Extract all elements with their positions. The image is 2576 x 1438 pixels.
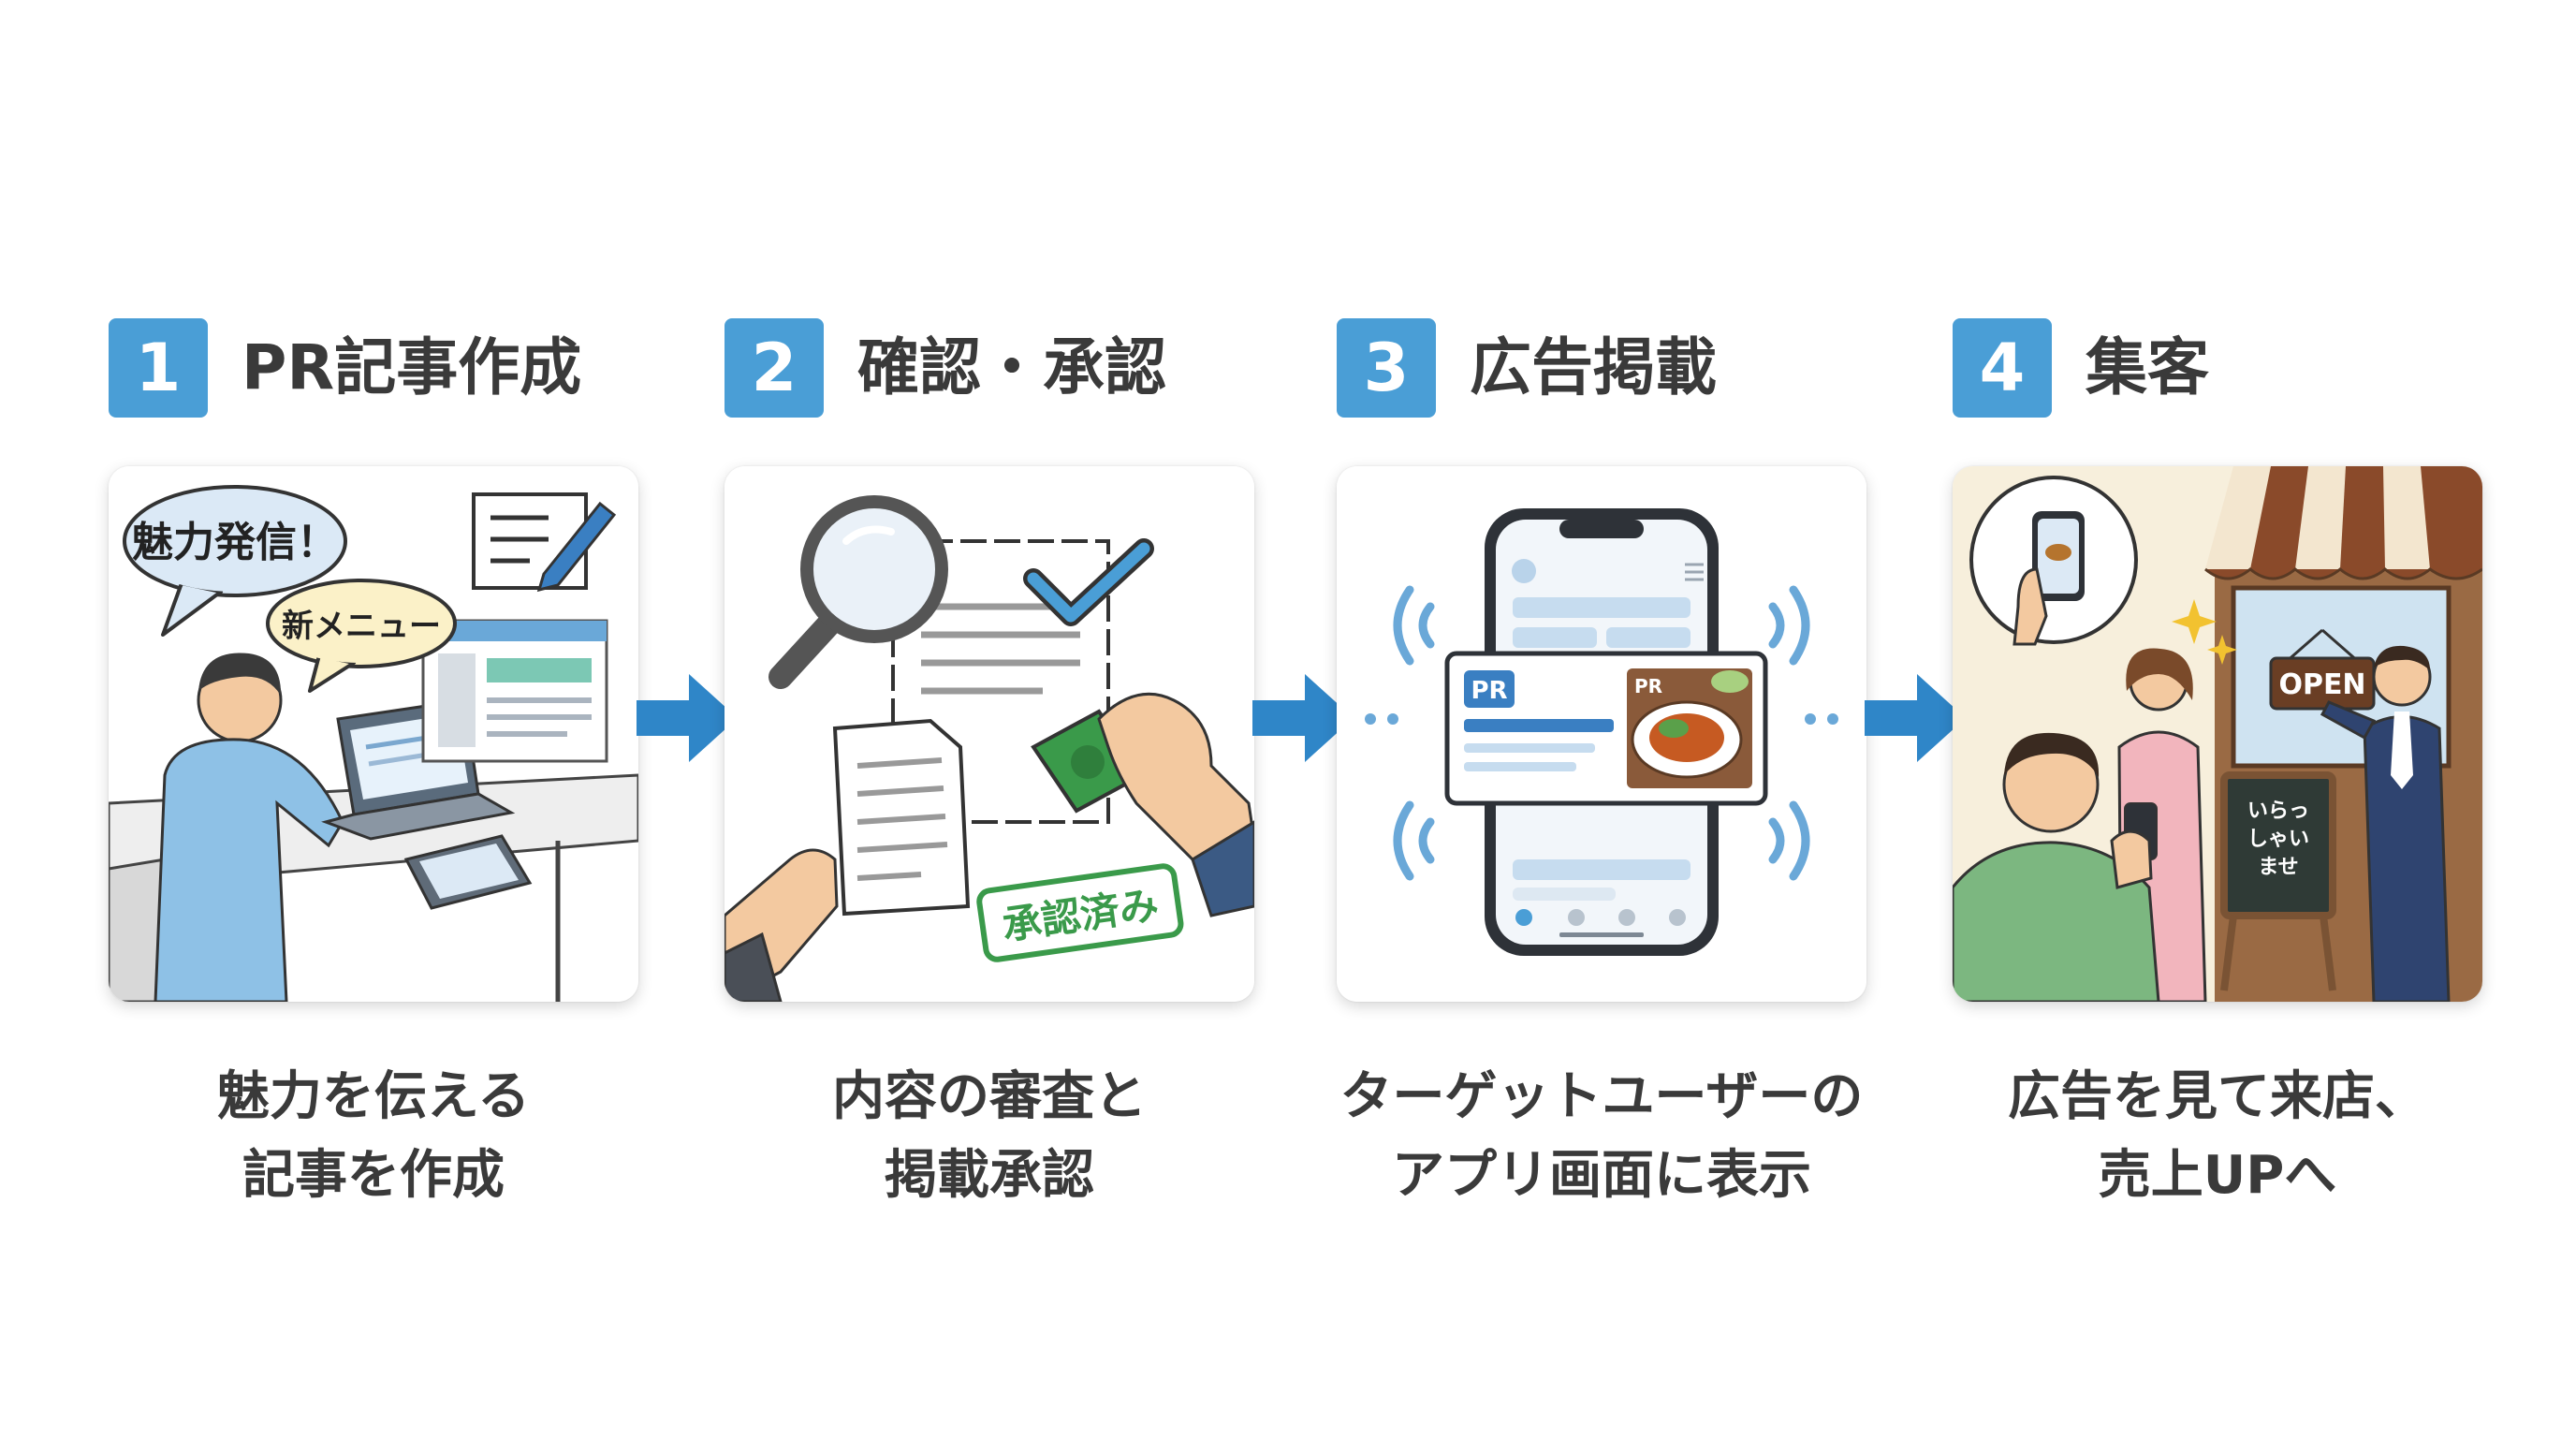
- step-title: 広告掲載: [1470, 331, 1717, 404]
- magnifier-icon: [768, 495, 948, 689]
- open-sign-text: OPEN: [2278, 668, 2365, 701]
- step-title: PR記事作成: [242, 331, 582, 404]
- arrow-right-icon: [1865, 674, 1966, 762]
- step-illustration-card: 承認済み: [724, 466, 1254, 1002]
- document-pen-icon: [472, 492, 617, 593]
- step-illustration-card: OPEN いらっ しゃい ませ: [1953, 466, 2482, 1002]
- step-title: 確認・承認: [857, 331, 1166, 404]
- phone-in-hand-icon: [1969, 476, 2138, 646]
- step-4: 4 集客 OPEN いらっ しゃい: [1953, 318, 2482, 1206]
- step-number-badge: 3: [1337, 318, 1436, 418]
- step-number-badge: 4: [1953, 318, 2052, 418]
- caption-line: 内容の審査と: [832, 1066, 1147, 1127]
- ad-badge-small: PR: [1634, 675, 1662, 697]
- step-header: 4 集客: [1953, 318, 2482, 427]
- caption-line: アプリ画面に表示: [1392, 1145, 1811, 1206]
- caption-line: 売上UPへ: [2098, 1145, 2337, 1206]
- step-caption: 広告を見て来店、 売上UPへ: [1925, 1058, 2510, 1215]
- board-text: いらっ: [2247, 800, 2309, 823]
- step-2: 2 確認・承認: [724, 318, 1254, 1206]
- bubble-main-text: 魅力発信！: [132, 519, 338, 566]
- caption-line: ターゲットユーザーの: [1339, 1066, 1864, 1127]
- board-text: ませ: [2258, 856, 2298, 879]
- caption-line: 広告を見て来店、: [2008, 1066, 2427, 1127]
- step-header: 2 確認・承認: [724, 318, 1254, 427]
- caption-line: 掲載承認: [885, 1145, 1094, 1206]
- tablet-icon: [403, 834, 533, 910]
- stamp-icon: [1031, 692, 1254, 917]
- ad-badge-label: PR: [1471, 677, 1507, 705]
- step-3: 3 広告掲載: [1337, 318, 1866, 1206]
- food-dish-icon: [1627, 668, 1752, 788]
- bubble-sub-text: 新メニュー: [282, 608, 441, 645]
- arrow-right-icon: [637, 674, 738, 762]
- step-number-badge: 1: [109, 318, 208, 418]
- sparkle-icon: [2172, 599, 2237, 665]
- step-title: 集客: [2086, 331, 2209, 404]
- store-awning-icon: [2204, 466, 2482, 580]
- document-icon: [832, 718, 971, 917]
- step-illustration-card: PR PR: [1337, 466, 1866, 1002]
- step-header: 1 PR記事作成: [109, 318, 638, 427]
- pr-article-illustration: 魅力発信！ 新メニュー: [109, 466, 638, 1002]
- step-1: 1 PR記事作成: [109, 318, 638, 1206]
- customer-visit-illustration: OPEN いらっ しゃい ませ: [1953, 466, 2482, 1002]
- board-text: しゃい: [2247, 828, 2309, 851]
- step-illustration-card: 魅力発信！ 新メニュー: [109, 466, 638, 1002]
- arrow-right-icon: [1252, 674, 1354, 762]
- caption-line: 記事を作成: [242, 1145, 505, 1206]
- step-caption: ターゲットユーザーの アプリ画面に表示: [1309, 1058, 1895, 1215]
- step-caption: 魅力を伝える 記事を作成: [80, 1058, 666, 1215]
- ad-display-illustration: PR PR: [1337, 466, 1866, 1002]
- review-approval-illustration: 承認済み: [724, 466, 1254, 1002]
- signal-waves-icon: [1393, 585, 1810, 881]
- step-header: 3 広告掲載: [1337, 318, 1866, 427]
- step-caption: 内容の審査と 掲載承認: [696, 1058, 1282, 1215]
- step-number-badge: 2: [724, 318, 824, 418]
- browser-window-icon: [421, 619, 608, 763]
- caption-line: 魅力を伝える: [216, 1066, 531, 1127]
